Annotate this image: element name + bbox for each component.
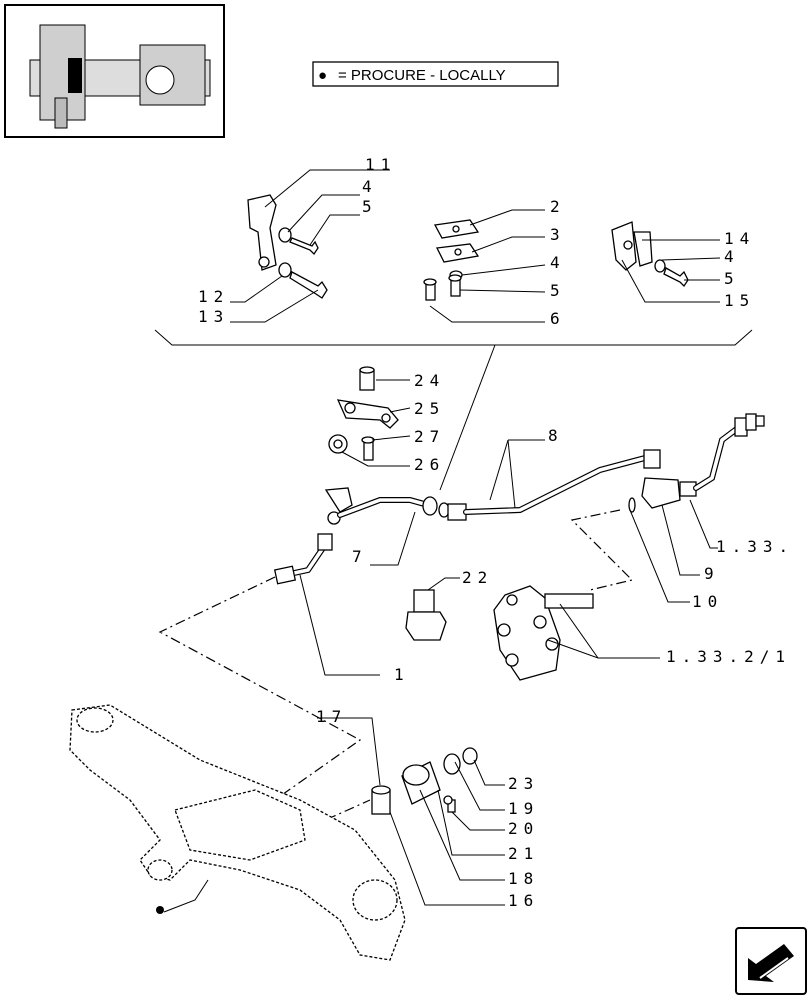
callout-5b: 5 — [550, 281, 566, 300]
callout-4b: 4 — [550, 253, 566, 272]
legend-text: = PROCURE - LOCALLY — [338, 67, 506, 84]
leader-to-hose — [439, 344, 496, 491]
callout-21: 21 — [508, 844, 539, 863]
valve-block — [493, 585, 660, 681]
bracket-group-left — [230, 169, 390, 323]
callout-ref-1-33-2-1: 1.33.2/1 — [666, 647, 791, 666]
callout-3: 3 — [550, 225, 566, 244]
callout-4c: 4 — [724, 247, 740, 266]
plug-22 — [405, 577, 460, 641]
callout-6: 6 — [550, 309, 566, 328]
legend-bullet: ● — [318, 67, 327, 84]
callout-7: 7 — [352, 547, 368, 566]
callout-18: 18 — [508, 869, 539, 888]
callout-14: 14 — [724, 229, 755, 248]
callout-24: 24 — [414, 371, 445, 390]
axle-housing — [69, 704, 406, 961]
assembly-bracket-line — [154, 329, 753, 346]
callout-23: 23 — [508, 774, 539, 793]
callout-2: 2 — [550, 197, 566, 216]
callout-26: 26 — [414, 455, 445, 474]
callout-5c: 5 — [724, 269, 740, 288]
callout-ref-1-33: 1.33. — [716, 537, 794, 556]
callout-5: 5 — [362, 197, 378, 216]
plate-group-middle — [423, 209, 546, 323]
assembly-thumbnail[interactable] — [4, 4, 225, 138]
callout-12: 12 — [198, 287, 229, 306]
bracket-group-right — [611, 221, 721, 303]
next-page-arrow-icon[interactable] — [735, 927, 807, 995]
sensor-parts — [317, 717, 505, 906]
legend: ● = PROCURE - LOCALLY — [312, 61, 559, 87]
callout-17: 17 — [316, 707, 347, 726]
callout-11: 11 — [365, 155, 396, 174]
callout-9: 9 — [704, 564, 720, 583]
callout-27: 27 — [414, 427, 445, 446]
callout-4: 4 — [362, 177, 378, 196]
callout-10: 10 — [692, 592, 723, 611]
callout-20: 20 — [508, 819, 539, 838]
callout-22: 22 — [462, 568, 493, 587]
small-parts-group — [328, 366, 411, 467]
hose-assembly — [273, 413, 765, 676]
callout-25: 25 — [414, 399, 445, 418]
callout-8: 8 — [548, 426, 564, 445]
callout-19: 19 — [508, 799, 539, 818]
callout-1: 1 — [394, 665, 410, 684]
callout-16: 16 — [508, 891, 539, 910]
callout-15: 15 — [724, 291, 755, 310]
callout-13: 13 — [198, 307, 229, 326]
